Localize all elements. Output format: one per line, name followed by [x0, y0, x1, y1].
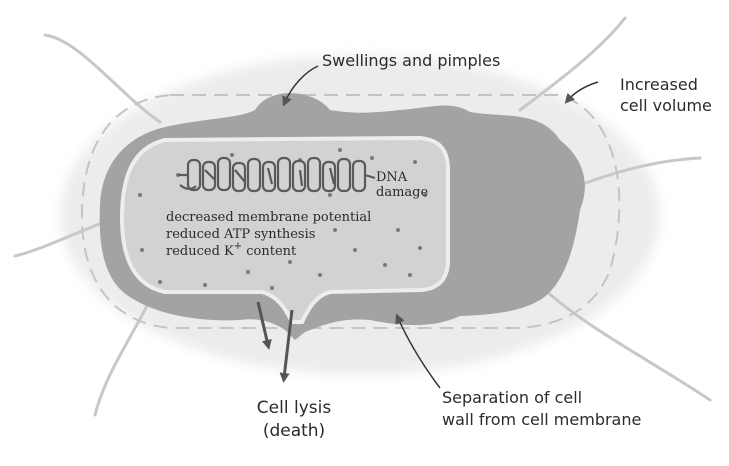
- effect-membrane-potential: decreased membrane potential: [166, 210, 371, 225]
- flagellum-bottom-left: [95, 300, 150, 415]
- separation-label-line1: Separation of cell: [442, 388, 582, 407]
- increased-volume-label-line1: Increased: [620, 75, 698, 94]
- increased-volume-label-line2: cell volume: [620, 96, 712, 115]
- effect-atp-synthesis: reduced ATP synthesis: [166, 227, 315, 242]
- effect-potassium-sup: +: [234, 241, 242, 252]
- flagellum-top-left: [45, 35, 160, 122]
- leader-increased-volume: [568, 82, 598, 100]
- dna-label-line1: DNA: [376, 170, 408, 185]
- cell-lysis-label-line2: (death): [263, 421, 325, 441]
- effect-potassium-suffix: content: [242, 244, 297, 259]
- effect-potassium-prefix: reduced K: [166, 244, 234, 259]
- dna-label-line2: damage: [376, 185, 428, 200]
- cell-lysis-label-line1: Cell lysis: [257, 398, 332, 418]
- swellings-label: Swellings and pimples: [322, 51, 500, 70]
- separation-label-line2: wall from cell membrane: [442, 410, 641, 429]
- effect-potassium-content: reduced K+ content: [166, 241, 297, 259]
